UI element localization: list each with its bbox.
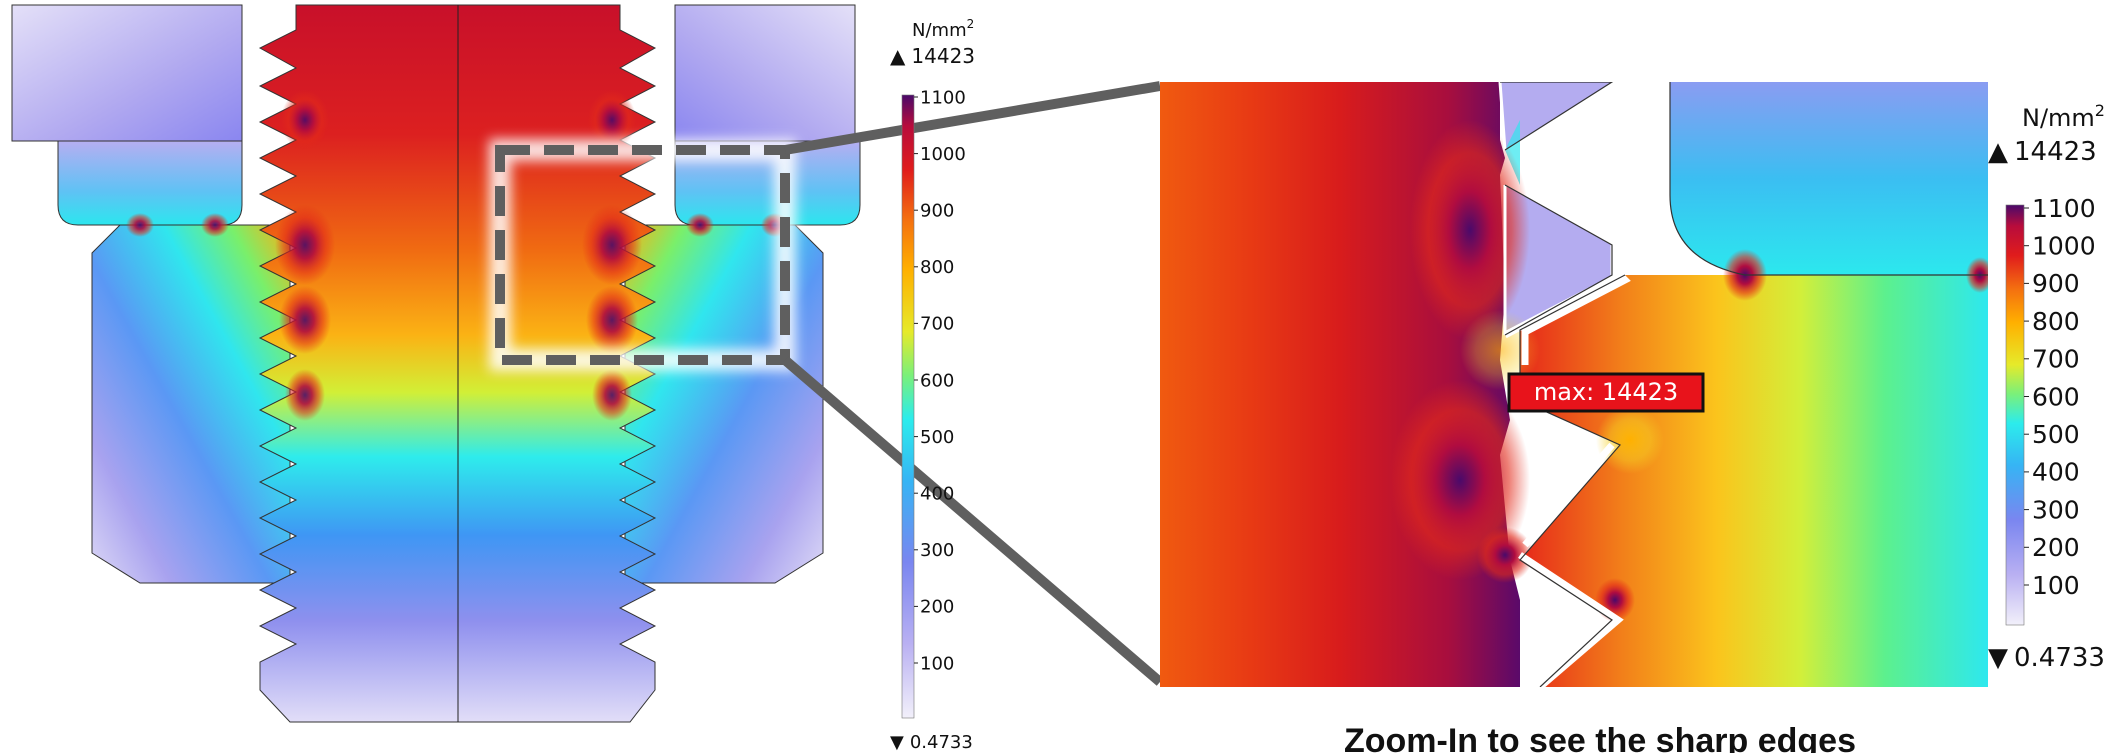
max-triangle-icon: ▲ (890, 44, 906, 68)
max-triangle-icon: ▲ (1988, 137, 2008, 167)
legend-tick-label: 1000 (920, 144, 966, 165)
min-triangle-icon: ▼ (1988, 643, 2008, 673)
legend-tick-label: 100 (2032, 571, 2080, 600)
legend-tick-label: 300 (2032, 495, 2080, 524)
legend-tick-label: 800 (920, 257, 954, 278)
legend-tick-label: 400 (2032, 458, 2080, 487)
zoom-panel (1160, 82, 1988, 687)
zoom-connector-bottom (781, 356, 1164, 686)
min-triangle-icon: ▼ (890, 732, 904, 753)
upper-plate-left (11, 4, 243, 142)
legend-left-unit: N/mm2 (912, 17, 974, 41)
legend-left-ticks: 1100 1000 900 800 700 600 500 400 300 200 100 (914, 87, 966, 674)
legend-tick-label: 600 (2032, 382, 2080, 411)
legend-tick-label: 200 (920, 597, 954, 618)
legend-tick-label: 500 (920, 427, 954, 448)
zoom-washer (1670, 82, 1988, 275)
zoom-thread-upper (1500, 82, 1612, 150)
legend-right-colorbar (2005, 204, 2025, 626)
zoom-thread-mid (1505, 185, 1612, 335)
legend-tick-label: 100 (920, 653, 954, 674)
legend-right: N/mm2 ▲14423 1100 1000 900 800 700 600 500 400 3… (1988, 101, 2105, 673)
legend-tick-label: 1100 (2032, 194, 2096, 223)
zoom-clearance-gap (1503, 270, 1631, 687)
legend-tick-label: 500 (2032, 420, 2080, 449)
legend-left-min: ▼0.4733 (890, 732, 973, 753)
legend-tick-label: 1100 (920, 87, 966, 108)
legend-tick-label: 300 (920, 540, 954, 561)
zoom-caption: Zoom-In to see the sharp edges (1344, 722, 1856, 753)
legend-right-max: ▲14423 (1988, 137, 2097, 167)
zoom-region-box (495, 145, 790, 365)
nut-left (91, 224, 291, 584)
legend-left-max: ▲14423 (890, 44, 975, 68)
zoom-connector-top (784, 81, 1161, 155)
thread-hotspots (126, 90, 789, 421)
legend-tick-label: 400 (920, 484, 954, 505)
legend-tick-label: 800 (2032, 307, 2080, 336)
legend-tick-label: 700 (2032, 345, 2080, 374)
overview-model (11, 4, 861, 723)
legend-tick-label: 700 (920, 314, 954, 335)
legend-left: N/mm2 ▲14423 1100 1000 900 800 700 600 500 400 3… (890, 17, 975, 753)
max-annotation-label: max: 14423 (1534, 378, 1678, 406)
legend-tick-label: 200 (2032, 533, 2080, 562)
legend-right-unit: N/mm2 (2022, 101, 2105, 132)
legend-tick-label: 900 (920, 201, 954, 222)
upper-plate-right (674, 4, 856, 142)
legend-tick-label: 1000 (2032, 231, 2096, 260)
legend-right-ticks: 1100 1000 900 800 700 600 500 400 300 200 100 (2024, 194, 2096, 600)
washer-right (674, 140, 861, 226)
max-annotation: max: 14423 (1507, 372, 1705, 413)
legend-left-colorbar (901, 94, 915, 719)
legend-right-min: ▼0.4733 (1988, 643, 2105, 673)
legend-tick-label: 600 (920, 370, 954, 391)
washer-left (57, 140, 243, 226)
legend-tick-label: 900 (2032, 269, 2080, 298)
